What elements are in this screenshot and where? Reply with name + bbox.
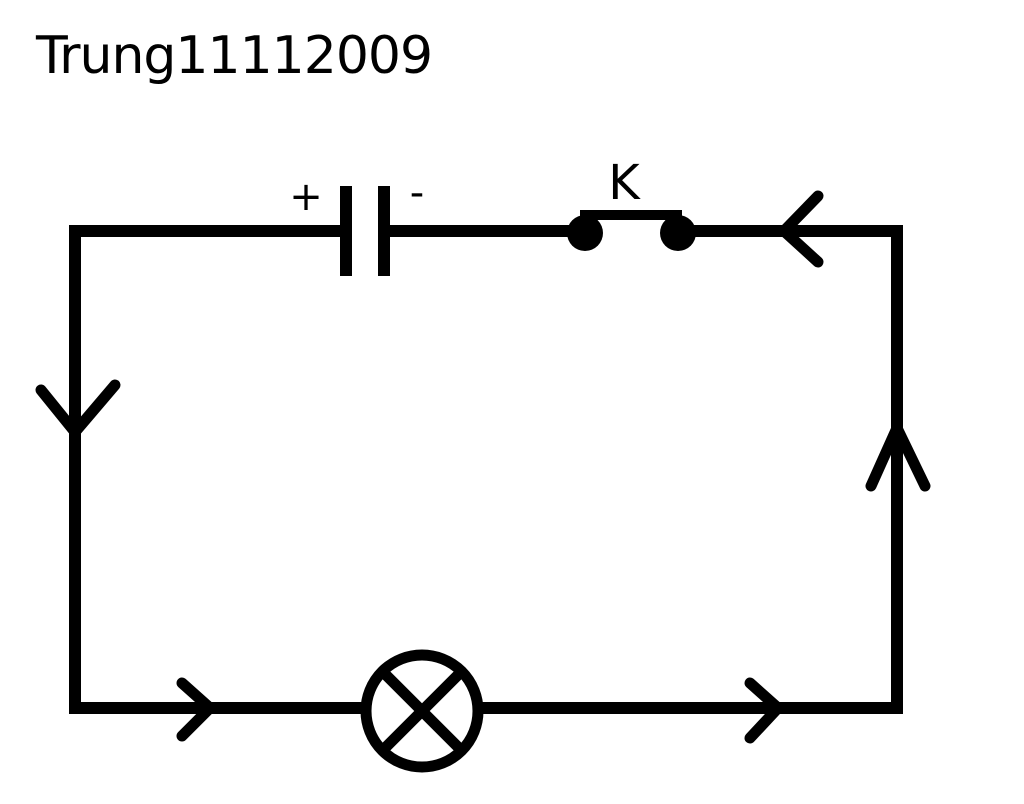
switch-contact-right — [660, 215, 696, 251]
arrow-up-icon — [865, 422, 931, 492]
switch-icon — [567, 210, 696, 251]
lamp-circle — [360, 649, 484, 773]
battery-negative-label: - — [410, 170, 424, 216]
switch-contact-left — [567, 215, 603, 251]
switch-label: K — [608, 155, 641, 211]
arrow-right-icon — [744, 677, 784, 744]
lamp-icon — [360, 649, 484, 773]
current-arrows — [35, 190, 931, 744]
arrow-down-icon — [35, 379, 121, 438]
page-title: Trung11112009 — [36, 26, 433, 86]
arrow-left-icon — [778, 190, 824, 268]
arrow-right-icon — [176, 677, 216, 742]
wires — [69, 225, 903, 714]
battery-icon — [340, 186, 390, 276]
battery-positive-label: + — [289, 174, 323, 220]
lamp-cross-b — [378, 667, 466, 755]
